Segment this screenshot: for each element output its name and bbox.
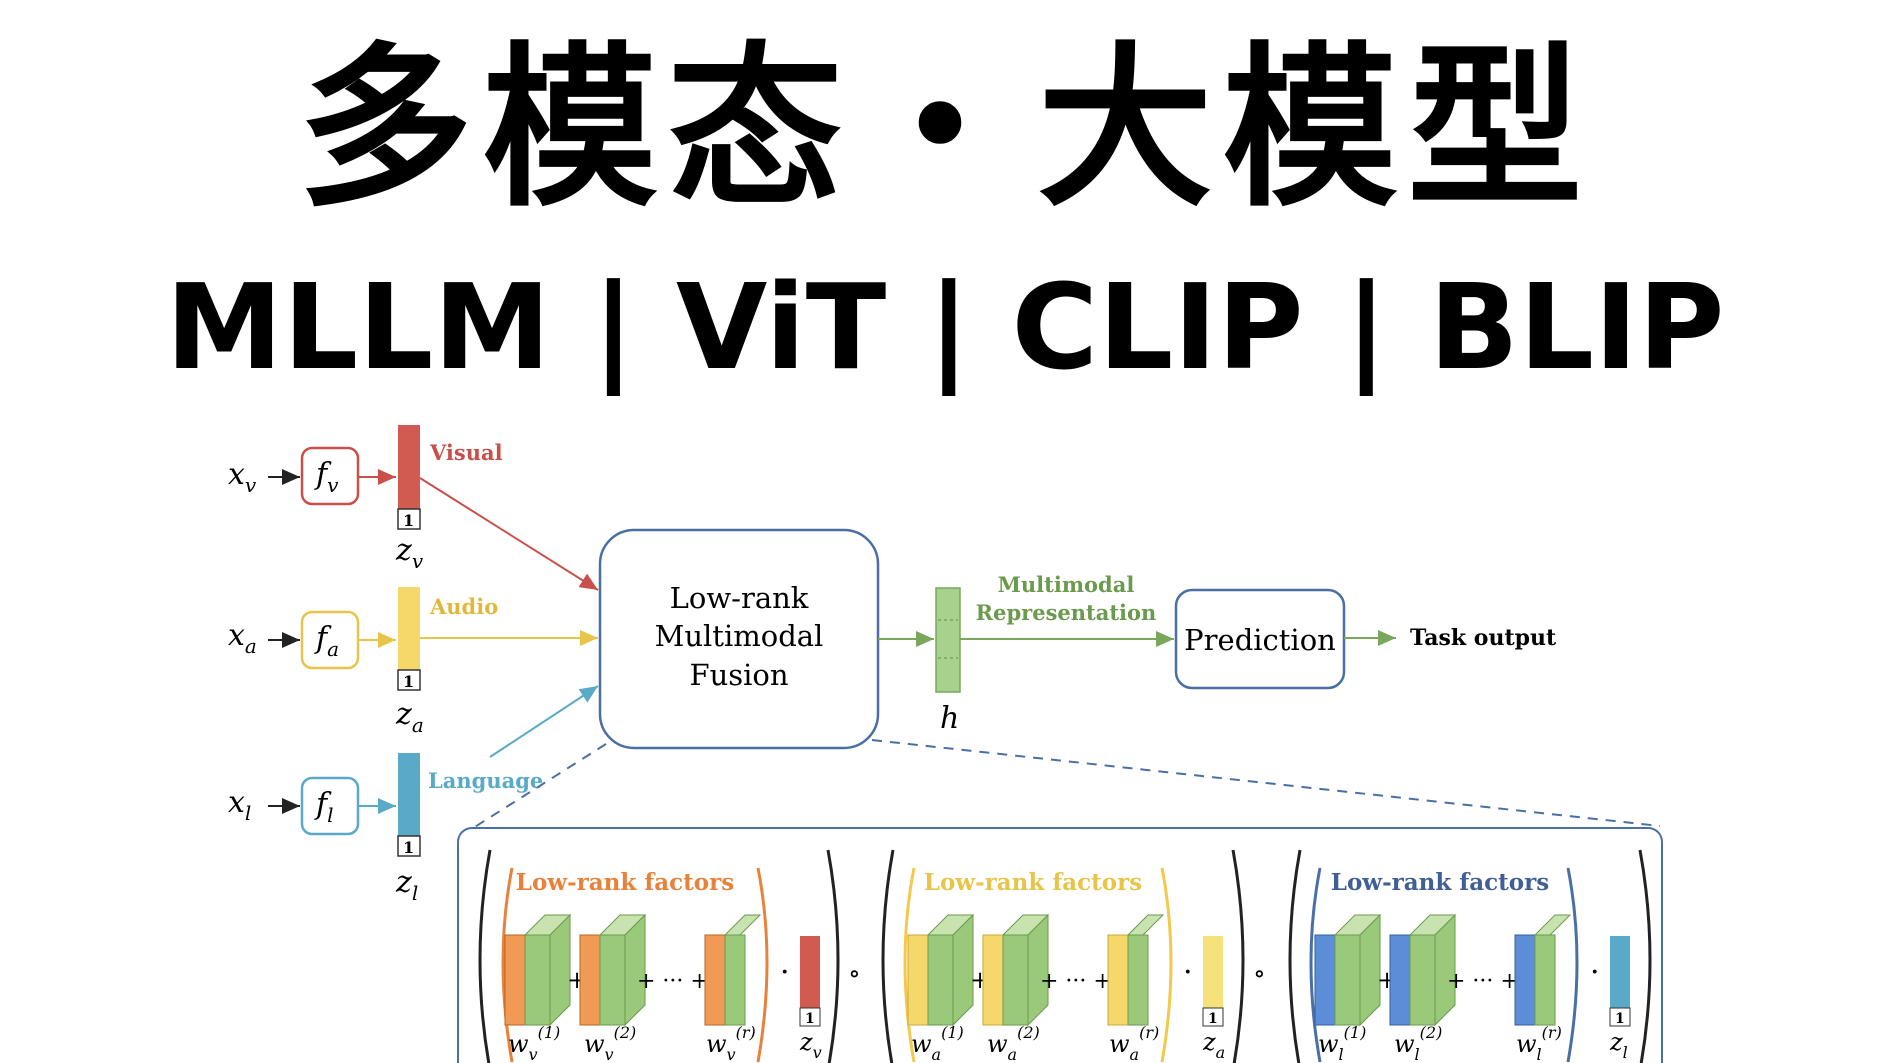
h-vector (935, 587, 961, 693)
group-v-left-paren (478, 849, 492, 1063)
group-a-left-paren (881, 849, 895, 1063)
group-a-inner-left-paren (903, 867, 916, 1063)
group-v-title: Low-rank factors (516, 869, 734, 896)
group-z-a-vector (1203, 936, 1223, 1008)
dots-v: + ··· + (637, 969, 709, 994)
group-z-l-one-cell (1609, 1007, 1631, 1027)
h-symbol: h (940, 701, 959, 736)
group-v-inner-right-paren (756, 867, 769, 1063)
group-z-v-one-cell (799, 1007, 821, 1027)
w-v-r-label: wv(r) (706, 1023, 756, 1063)
x-a-symbol: xa (228, 618, 257, 658)
group-a-title: Low-rank factors (924, 869, 1142, 896)
factor-w-a-2 (982, 913, 1050, 1027)
group-v-inner-left-paren (501, 867, 514, 1063)
w-v-2-label: wv(2) (584, 1023, 636, 1063)
language-to-fusion-arrow (489, 685, 599, 758)
z-v-one-label: 1 (403, 511, 414, 530)
dots-a: + ··· + (1040, 969, 1112, 994)
group-a-right-paren (1231, 849, 1245, 1063)
fusion-line-1: Low-rank (670, 581, 809, 615)
factor-w-v-r (704, 914, 762, 1026)
w-a-1-label: wa(1) (911, 1023, 964, 1063)
x-l-symbol: xl (228, 785, 251, 825)
group-l-right-paren (1638, 849, 1652, 1063)
dots-l: + ··· + (1447, 969, 1519, 994)
language-label: Language (428, 768, 543, 793)
group-z-a-label: za (1202, 1028, 1225, 1062)
group-v-right-paren (826, 849, 840, 1063)
factor-w-l-1 (1314, 913, 1382, 1027)
representation-line-2: Representation (976, 600, 1157, 625)
z-l-one-cell (397, 835, 421, 857)
group-l-inner-left-paren (1309, 867, 1322, 1063)
z-l-symbol: zl (395, 865, 418, 905)
subtitle: MLLM | ViT | CLIP | BLIP (165, 258, 1725, 396)
group-z-a-one: 1 (1208, 1011, 1218, 1027)
w-a-r-label: wa(r) (1109, 1023, 1159, 1063)
audio-input-row: xa fa 1 Audio za (228, 587, 598, 737)
main-title: 多模态・大模型 (297, 28, 1593, 231)
w-l-2-label: wl(2) (1394, 1023, 1442, 1063)
w-v-1-label: wv(1) (508, 1023, 560, 1063)
representation-line-1: Multimodal (998, 572, 1135, 597)
factor-group-audio: Low-rank factors + + ··· + wa(1) wa(2) w… (881, 849, 1245, 1063)
visual-to-fusion-arrow (419, 477, 599, 591)
group-z-l-label: zl (1609, 1028, 1628, 1062)
z-a-one-label: 1 (403, 672, 414, 691)
w-l-1-label: wl(1) (1318, 1023, 1366, 1063)
factor-w-v-2 (579, 913, 647, 1027)
group-a-inner-right-paren (1160, 867, 1173, 1063)
factor-group-language: Low-rank factors + + ··· + wl(1) wl(2) w… (1288, 849, 1652, 1063)
circ-op-2: ∘ (1253, 959, 1266, 989)
audio-label: Audio (429, 594, 498, 619)
group-z-v-vector (800, 936, 820, 1008)
factor-w-l-2 (1389, 913, 1457, 1027)
group-z-v-label: zv (799, 1028, 822, 1062)
w-a-2-label: wa(2) (987, 1023, 1040, 1063)
z-l-vector (398, 753, 420, 836)
group-z-l-one: 1 (1615, 1011, 1625, 1027)
z-a-symbol: za (395, 697, 424, 737)
circ-op-1: ∘ (848, 959, 861, 989)
language-input-row: xl fl 1 Language zl (228, 685, 599, 905)
visual-input-row: xv fv 1 Visual zv (228, 425, 599, 591)
dot-a: · (1183, 955, 1193, 990)
z-v-one-cell (397, 508, 421, 530)
z-v-vector (398, 425, 420, 509)
task-output-label: Task output (1410, 625, 1557, 651)
factor-w-v-1 (504, 913, 572, 1027)
z-l-one-label: 1 (403, 838, 414, 857)
factor-w-l-r (1514, 914, 1572, 1026)
fusion-line-3: Fusion (689, 658, 788, 692)
zoom-dash-right (871, 739, 1661, 827)
x-v-symbol: xv (228, 457, 257, 497)
prediction-label: Prediction (1184, 623, 1336, 657)
factor-group-visual: Low-rank factors + + ··· + wv(1) wv(2) w… (478, 849, 840, 1063)
group-l-inner-right-paren (1566, 867, 1579, 1063)
visual-label: Visual (429, 440, 503, 465)
group-z-a-one-cell (1202, 1007, 1224, 1027)
w-l-r-label: wl(r) (1516, 1023, 1562, 1063)
group-z-v-one: 1 (805, 1011, 815, 1027)
z-a-one-cell (397, 669, 421, 691)
zoom-dash-left (469, 743, 607, 831)
factor-w-a-r (1107, 914, 1165, 1026)
group-l-left-paren (1288, 849, 1302, 1063)
dot-v: · (780, 955, 790, 990)
fusion-line-2: Multimodal (655, 619, 824, 653)
group-l-title: Low-rank factors (1331, 869, 1549, 896)
group-z-l-vector (1610, 936, 1630, 1008)
z-v-symbol: zv (395, 533, 424, 573)
factor-w-a-1 (907, 913, 975, 1027)
dot-l: · (1590, 955, 1600, 990)
z-a-vector (398, 587, 420, 670)
